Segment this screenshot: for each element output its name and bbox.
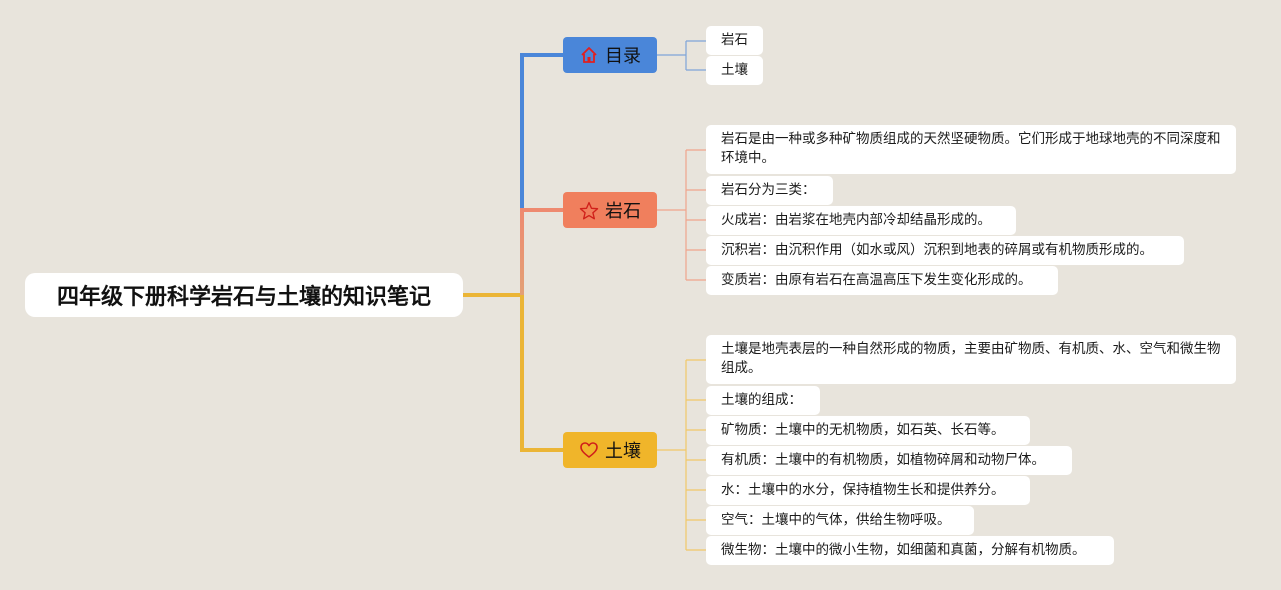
- soil-leaf-connector: [656, 359, 706, 551]
- leaf-toc-rock[interactable]: 岩石: [706, 26, 763, 55]
- branch-toc[interactable]: 目录: [563, 37, 657, 73]
- toc-leaf-connector: [656, 40, 706, 71]
- branch-label: 岩石: [605, 201, 641, 222]
- toc-connector: [520, 53, 563, 295]
- rock-leaf-connector: [656, 149, 706, 281]
- leaf-soil-organic[interactable]: 有机质：土壤中的有机物质，如植物碎屑和动物尸体。: [706, 446, 1072, 475]
- leaf-soil-air[interactable]: 空气：土壤中的气体，供给生物呼吸。: [706, 506, 974, 535]
- heart-icon: [579, 440, 599, 460]
- leaf-soil-minerals[interactable]: 矿物质：土壤中的无机物质，如石英、长石等。: [706, 416, 1030, 445]
- soil-connector: [520, 295, 563, 452]
- leaf-rock-metamorphic[interactable]: 变质岩：由原有岩石在高温高压下发生变化形成的。: [706, 266, 1058, 295]
- leaf-toc-soil[interactable]: 土壤: [706, 56, 763, 85]
- leaf-rock-definition[interactable]: 岩石是由一种或多种矿物质组成的天然坚硬物质。它们形成于地球地壳的不同深度和环境中…: [706, 125, 1236, 174]
- leaf-soil-definition[interactable]: 土壤是地壳表层的一种自然形成的物质，主要由矿物质、有机质、水、空气和微生物组成。: [706, 335, 1236, 384]
- leaf-rock-sedimentary[interactable]: 沉积岩：由沉积作用（如水或风）沉积到地表的碎屑或有机物质形成的。: [706, 236, 1184, 265]
- leaf-soil-composition[interactable]: 土壤的组成：: [706, 386, 820, 415]
- leaf-soil-microbes[interactable]: 微生物：土壤中的微小生物，如细菌和真菌，分解有机物质。: [706, 536, 1114, 565]
- star-icon: [579, 200, 599, 220]
- leaf-rock-igneous[interactable]: 火成岩：由岩浆在地壳内部冷却结晶形成的。: [706, 206, 1016, 235]
- branch-label: 目录: [605, 46, 641, 67]
- leaf-soil-water[interactable]: 水：土壤中的水分，保持植物生长和提供养分。: [706, 476, 1030, 505]
- rock-connector: [520, 208, 563, 295]
- branch-label: 土壤: [605, 441, 641, 462]
- branch-soil[interactable]: 土壤: [563, 432, 657, 468]
- leaf-rock-types[interactable]: 岩石分为三类：: [706, 176, 833, 205]
- root-topic[interactable]: 四年级下册科学岩石与土壤的知识笔记: [25, 273, 463, 317]
- home-icon: [579, 45, 599, 65]
- branch-rock[interactable]: 岩石: [563, 192, 657, 228]
